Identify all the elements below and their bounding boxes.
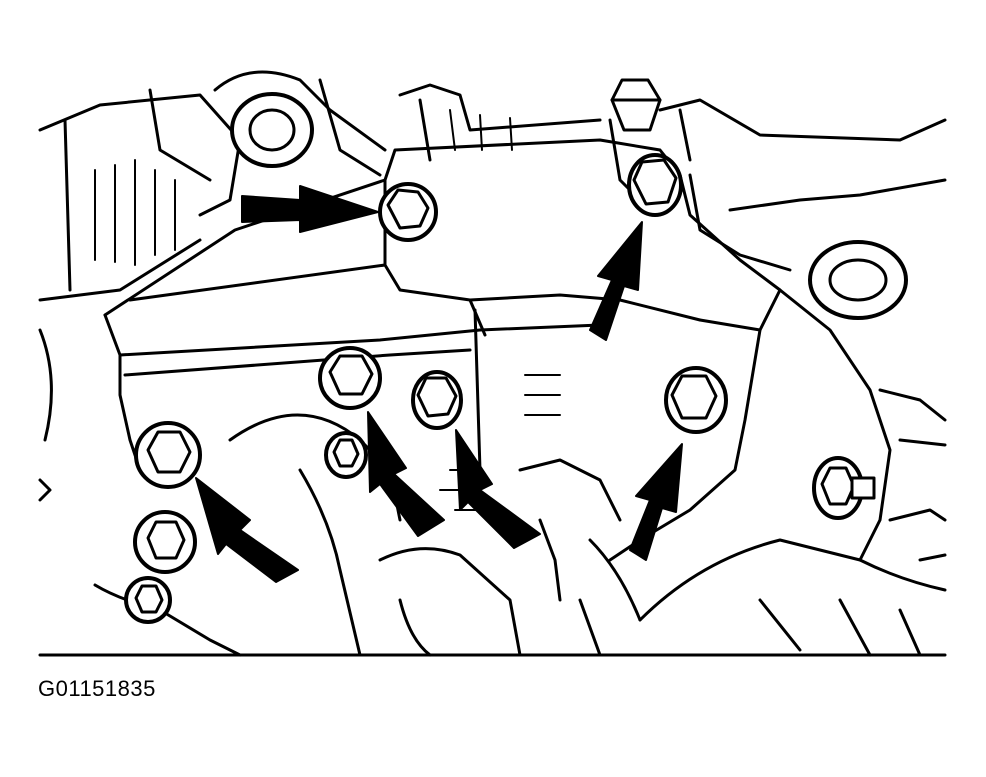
arrow-to-bolt-right: [629, 443, 683, 561]
arrow-to-bolt-left: [195, 477, 299, 583]
bolt-top-right: [627, 153, 683, 217]
arrow-to-bolt-center: [455, 429, 541, 549]
bolt-lower-left: [133, 510, 197, 574]
bolt-top-center: [378, 182, 438, 242]
mount-bracket: [103, 138, 782, 562]
bolt-lower-center: [324, 431, 368, 479]
bolt-center: [411, 370, 463, 430]
bolt-top-right-upper: [610, 78, 662, 132]
stud-right: [812, 456, 876, 520]
bolt-bottom-left: [124, 576, 172, 624]
mount-washers: [230, 92, 908, 320]
arrow-to-bolt-top-center: [241, 185, 379, 233]
arrow-to-bolt-center-left: [367, 411, 445, 537]
bolt-left: [134, 421, 202, 489]
bolt-right: [664, 366, 728, 434]
figure-id-label: G01151835: [38, 676, 156, 701]
arrow-to-bolt-top-right: [589, 221, 643, 341]
bolt-center-left: [318, 346, 382, 410]
housing-outlines: [38, 70, 947, 657]
